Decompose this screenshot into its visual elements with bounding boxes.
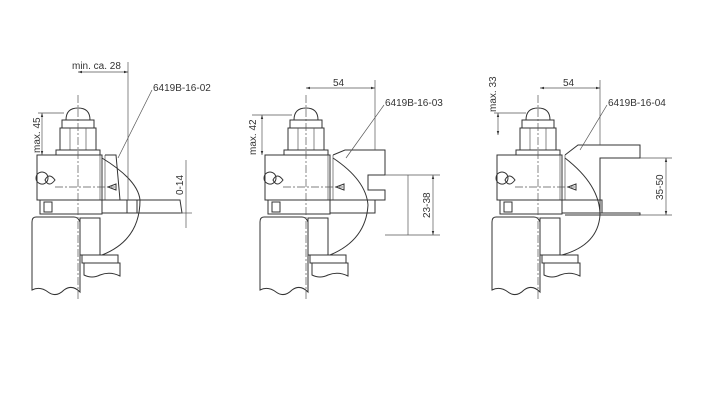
- part-number-label: 6419B-16-03: [385, 98, 443, 109]
- clamp-figure-2: 54 max. 42 6419B-16-03 23-38: [248, 78, 443, 301]
- width-dimension: 54: [563, 78, 575, 89]
- clamp-figure-3: 54 max. 33 6419B-16-04 35-50: [488, 76, 672, 301]
- height-dimension: max. 42: [248, 119, 259, 155]
- clamp-body: [31, 94, 121, 301]
- clamp-body: [491, 94, 581, 301]
- clamp-body: [259, 94, 349, 301]
- range-dimension: 35-50: [655, 174, 666, 200]
- height-dimension: max. 45: [32, 117, 43, 153]
- height-dimension: max. 33: [488, 76, 499, 112]
- range-dimension: 0-14: [175, 175, 186, 195]
- width-dimension: 54: [333, 78, 345, 89]
- part-number-label: 6419B-16-02: [153, 83, 211, 94]
- range-dimension: 23-38: [422, 192, 433, 218]
- width-dimension: min. ca. 28: [72, 61, 121, 72]
- clamp-figure-1: min. ca. 28 max. 45 6419B-16-02 0-14: [31, 61, 211, 301]
- part-number-label: 6419B-16-04: [608, 98, 666, 109]
